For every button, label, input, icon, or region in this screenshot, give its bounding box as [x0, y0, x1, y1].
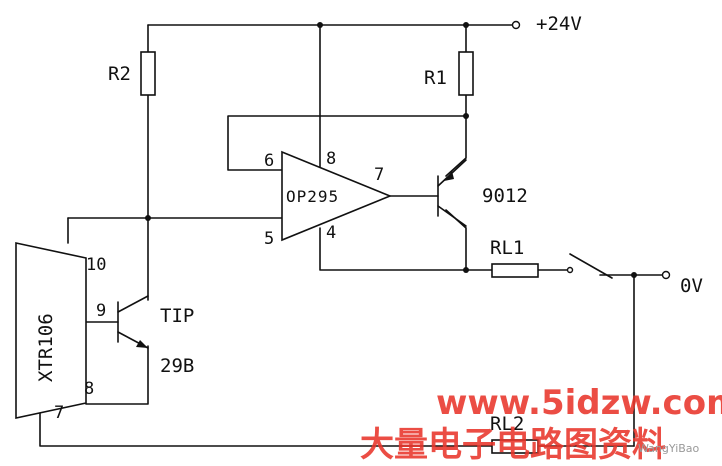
op-pin-8: 8	[326, 149, 336, 169]
r2-label: R2	[108, 63, 131, 85]
watermark-title: 大量电子电路图资料	[360, 425, 666, 465]
rl1-label: RL1	[490, 237, 524, 259]
supply-label: +24V	[536, 13, 582, 35]
watermark-faint: WangYiBao	[638, 442, 700, 455]
op-pin-5: 5	[264, 229, 274, 249]
junction-dot	[145, 215, 151, 221]
xtr-pin-9: 9	[96, 301, 106, 321]
supply-terminal	[511, 20, 521, 30]
rl2-label: RL2	[490, 413, 524, 435]
op-pin-6: 6	[264, 151, 274, 171]
xtr-pin-10: 10	[86, 255, 106, 275]
junction-dot	[463, 267, 469, 273]
r1-label: R1	[424, 67, 447, 89]
resistor-rl1	[491, 263, 539, 278]
ground-label: 0V	[680, 275, 703, 297]
resistor-rl2	[491, 439, 539, 454]
wires	[39, 24, 663, 447]
op-pin-7: 7	[374, 165, 384, 185]
xtr106-chip	[15, 242, 87, 419]
npn-label-line1: TIP	[160, 305, 194, 327]
xtr-pin-8: 8	[84, 379, 94, 399]
pnp-transistor-9012	[437, 159, 467, 227]
pnp-label: 9012	[482, 185, 528, 207]
npn-label-line2: 29B	[160, 355, 194, 377]
junction-dot	[463, 22, 469, 28]
opamp-op295	[281, 150, 393, 242]
resistor-r2	[140, 51, 156, 96]
resistor-r1	[458, 51, 474, 96]
ground-terminal	[661, 270, 671, 280]
junction-dot	[631, 272, 637, 278]
npn-transistor-tip29b	[117, 295, 149, 349]
switch-contact	[566, 266, 574, 274]
opamp-label: OP295	[286, 187, 339, 206]
xtr-label: XTR106	[35, 313, 57, 382]
junction-dot	[317, 22, 323, 28]
op-pin-4: 4	[326, 223, 336, 243]
watermark-url: www.5idzw.com	[436, 383, 722, 423]
xtr-pin-7: 7	[54, 403, 64, 423]
junction-dot	[463, 113, 469, 119]
